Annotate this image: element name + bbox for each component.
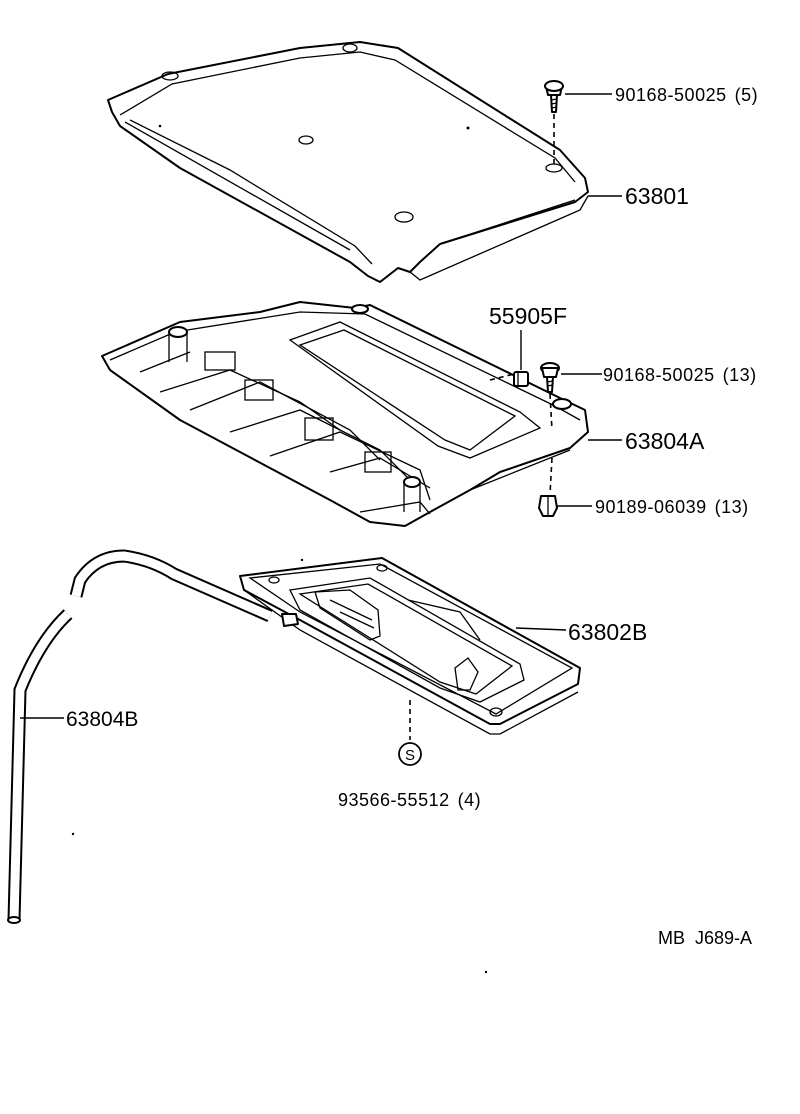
cover-63801-drawing bbox=[107, 41, 589, 283]
label-63804a: 63804A bbox=[625, 428, 705, 454]
label-63801: 63801 bbox=[625, 183, 689, 209]
frame-63804a-drawing bbox=[101, 301, 589, 527]
bolt-top-icon bbox=[544, 80, 564, 113]
label-90168-50025-top: 90168-50025(5) bbox=[615, 85, 758, 105]
screw-symbol-icon: S bbox=[398, 742, 422, 766]
nut-icon bbox=[538, 495, 558, 517]
label-63804b: 63804B bbox=[66, 708, 138, 731]
tray-63802b-drawing bbox=[239, 557, 581, 735]
figure-code: MB J689-A bbox=[658, 928, 752, 948]
label-90189-06039: 90189-06039(13) bbox=[595, 497, 749, 517]
label-93566-55512: 93566-55512(4) bbox=[338, 790, 481, 810]
label-90168-50025-mid: 90168-50025(13) bbox=[603, 365, 757, 385]
label-63802b: 63802B bbox=[568, 619, 647, 645]
hose-63804b-drawing bbox=[7, 549, 299, 924]
label-55905f: 55905F bbox=[489, 303, 567, 329]
clip-icon bbox=[513, 371, 529, 387]
screw-symbol-letter: S bbox=[405, 747, 415, 764]
bolt-mid-icon bbox=[540, 362, 560, 393]
